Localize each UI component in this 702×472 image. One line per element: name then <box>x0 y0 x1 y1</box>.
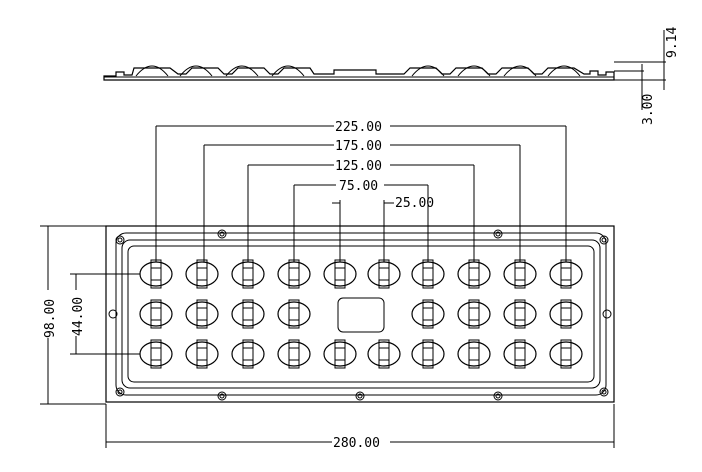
lens <box>139 299 173 329</box>
lens <box>323 339 357 369</box>
lens <box>503 339 537 369</box>
plate-rim <box>115 232 607 396</box>
lens <box>185 259 219 289</box>
lens <box>185 339 219 369</box>
dim-width-25: 25.00 <box>395 196 434 211</box>
lens <box>231 259 265 289</box>
lens <box>411 259 445 289</box>
lens <box>139 339 173 369</box>
dim-width-125: 125.00 <box>335 159 382 174</box>
dim-width-175: 175.00 <box>335 139 382 154</box>
top-dimensions: 225.00 175.00 125.00 75.00 25.00 <box>155 118 567 270</box>
profile-lens-bumps <box>135 65 581 77</box>
plate-outer <box>105 225 615 403</box>
lens <box>367 339 401 369</box>
dim-width-225: 225.00 <box>335 120 382 135</box>
bottom-dimension: 280.00 <box>105 404 615 451</box>
plate-top-view <box>105 225 615 403</box>
screw-holes <box>108 229 612 401</box>
lens <box>277 339 311 369</box>
lens <box>549 339 583 369</box>
dim-height-44: 44.00 <box>71 297 86 336</box>
dim-side-height: 9.14 <box>665 27 680 58</box>
lens <box>139 259 173 289</box>
lens <box>549 259 583 289</box>
lens <box>457 339 491 369</box>
lens <box>411 339 445 369</box>
profile-outline <box>103 67 615 81</box>
lens <box>503 299 537 329</box>
plate-inner-1 <box>121 239 601 389</box>
dim-overall-width: 280.00 <box>333 436 380 451</box>
center-window <box>337 297 385 333</box>
left-dimensions: 98.00 44.00 <box>40 225 140 405</box>
lens <box>411 299 445 329</box>
lens <box>277 299 311 329</box>
lens <box>503 259 537 289</box>
dim-side-base: 3.00 <box>641 94 656 125</box>
lens <box>185 299 219 329</box>
lens <box>231 339 265 369</box>
lens <box>277 259 311 289</box>
lens <box>231 299 265 329</box>
lens <box>457 299 491 329</box>
lens <box>367 259 401 289</box>
lens <box>549 299 583 329</box>
lens-grid <box>139 259 583 369</box>
side-profile-view: 9.14 3.00 <box>103 27 680 125</box>
dim-height-98: 98.00 <box>43 299 58 338</box>
lens <box>323 259 357 289</box>
dim-width-75: 75.00 <box>339 179 378 194</box>
lens <box>457 259 491 289</box>
plate-inner-2 <box>127 245 595 383</box>
